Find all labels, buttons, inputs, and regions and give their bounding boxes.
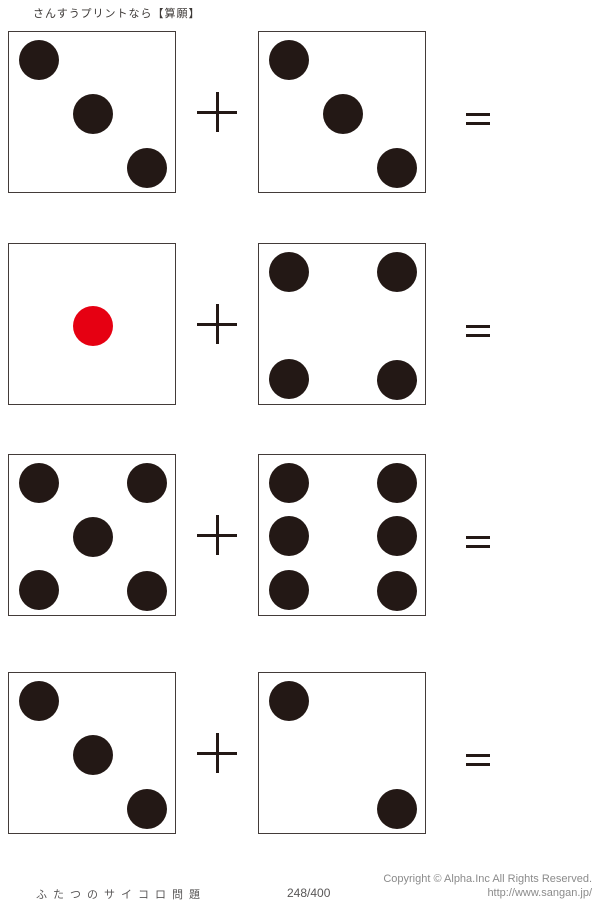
left-die	[8, 31, 176, 193]
die-pip	[377, 360, 417, 400]
footer-copyright-block: Copyright © Alpha.Inc All Rights Reserve…	[383, 873, 592, 900]
page-title: さんすうプリントなら【算願】	[33, 7, 201, 20]
die-pip	[377, 789, 417, 829]
die-pip	[127, 789, 167, 829]
problem-row	[0, 243, 600, 405]
die-pip	[127, 148, 167, 188]
die-pip	[377, 148, 417, 188]
die-pip	[377, 516, 417, 556]
die-pip	[127, 571, 167, 611]
right-die	[258, 31, 426, 193]
die-pip	[127, 463, 167, 503]
footer-url: http://www.sangan.jp/	[487, 886, 592, 899]
plus-operator	[197, 304, 237, 344]
footer-worksheet-name: ふたつのサイコロ問題	[36, 888, 206, 901]
die-pip	[377, 571, 417, 611]
right-die	[258, 454, 426, 616]
plus-operator	[197, 515, 237, 555]
die-pip	[269, 40, 309, 80]
die-pip	[19, 681, 59, 721]
right-die	[258, 672, 426, 834]
die-pip	[377, 252, 417, 292]
plus-operator	[197, 733, 237, 773]
plus-operator	[197, 92, 237, 132]
left-die	[8, 672, 176, 834]
die-pip	[269, 516, 309, 556]
die-pip	[19, 463, 59, 503]
right-die	[258, 243, 426, 405]
die-pip	[269, 681, 309, 721]
die-pip	[73, 94, 113, 134]
die-pip	[73, 735, 113, 775]
equals-operator	[466, 754, 490, 766]
die-pip	[19, 570, 59, 610]
die-pip	[73, 517, 113, 557]
die-pip	[19, 40, 59, 80]
equals-operator	[466, 536, 490, 548]
die-pip	[73, 306, 113, 346]
equals-operator	[466, 325, 490, 337]
problem-row	[0, 31, 600, 193]
die-pip	[269, 359, 309, 399]
equals-operator	[466, 113, 490, 125]
footer-page-number: 248/400	[287, 886, 331, 900]
die-pip	[377, 463, 417, 503]
left-die	[8, 454, 176, 616]
die-pip	[323, 94, 363, 134]
die-pip	[269, 463, 309, 503]
problem-row	[0, 672, 600, 834]
problem-row	[0, 454, 600, 616]
die-pip	[269, 252, 309, 292]
left-die	[8, 243, 176, 405]
die-pip	[269, 570, 309, 610]
problems-area	[0, 31, 600, 834]
copyright-text: Copyright © Alpha.Inc All Rights Reserve…	[383, 873, 592, 885]
